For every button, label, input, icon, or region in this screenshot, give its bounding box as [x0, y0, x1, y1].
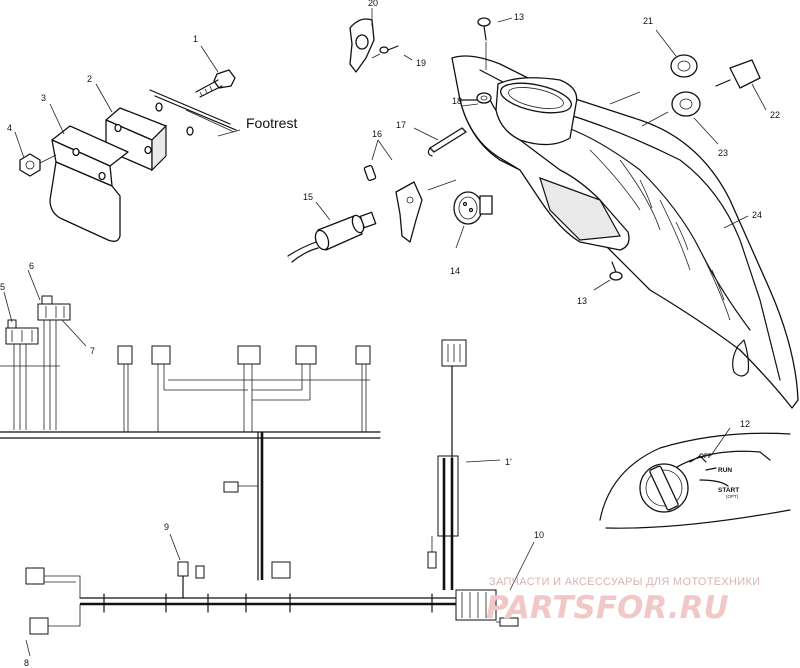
- callout-21: 21: [643, 16, 653, 26]
- callout-11: 1': [505, 457, 512, 467]
- harness-connector-row: [117, 345, 371, 365]
- callout-8: 8: [24, 658, 29, 668]
- callout-3: 3: [41, 93, 46, 103]
- callout-13-top: 13: [514, 12, 524, 22]
- switch-start-opt-label: (OPT): [726, 494, 739, 499]
- console-housing-part-24: [451, 55, 799, 409]
- callout-7: 7: [90, 346, 95, 356]
- callout-5: 5: [0, 282, 5, 292]
- callout-13-bottom: 13: [577, 296, 587, 306]
- connector-part-8: [25, 567, 81, 657]
- switch-position-detail: [599, 427, 791, 529]
- spacer-block-part-2: [105, 107, 167, 172]
- bracket-part-20: [349, 8, 375, 73]
- watermark-brand: PARTSFOR.RU: [486, 590, 729, 626]
- watermark-tagline: ЗАПЧАСТИ И АКСЕССУАРЫ ДЛЯ МОТОТЕХНИКИ: [489, 576, 760, 588]
- switch-housing-assembly: [287, 8, 799, 409]
- washer: [186, 126, 194, 136]
- pins-part-16: [363, 139, 457, 191]
- connector-part-5: [5, 319, 39, 345]
- switch-position-labels: OFF RUN START (OPT): [699, 453, 739, 499]
- bolt-part-1: [195, 69, 236, 98]
- wiring-harness: [0, 269, 535, 657]
- switch-off-label: OFF: [699, 453, 712, 460]
- nut-part-21: [655, 29, 698, 78]
- screw-part-13-top: [477, 17, 513, 70]
- callout-9: 9: [164, 522, 169, 532]
- callout-2: 2: [87, 74, 92, 84]
- screw-part-19: [371, 45, 413, 61]
- callout-4: 4: [7, 123, 12, 133]
- footrest-label: Footrest: [246, 115, 297, 131]
- grommet-part-18: [461, 92, 492, 107]
- key-part-22: [715, 59, 767, 111]
- mount-plate-part-3: [49, 125, 129, 242]
- ignition-switch-part-14: [453, 191, 493, 249]
- switch-run-label: RUN: [718, 467, 732, 474]
- callout-15: 15: [303, 192, 313, 202]
- callout-23: 23: [718, 148, 728, 158]
- cable-strap-part-17: [413, 127, 467, 157]
- callout-6: 6: [29, 261, 34, 271]
- callout-22: 22: [770, 110, 780, 120]
- connector-part-6: [37, 295, 71, 321]
- callout-20: 20: [368, 0, 378, 8]
- tether-switch-part-15: [287, 201, 377, 263]
- connector-part-10: [455, 541, 535, 627]
- callout-24: 24: [752, 210, 762, 220]
- sensor-part-9: [169, 533, 205, 599]
- callout-19: 19: [416, 58, 426, 68]
- watermark: ЗАПЧАСТИ И АКСЕССУАРЫ ДЛЯ МОТОТЕХНИКИ PA…: [486, 576, 760, 626]
- nut-part-4: [19, 153, 57, 177]
- callout-16: 16: [372, 129, 382, 139]
- nut-part-23: [609, 91, 719, 145]
- screw-part-13-bottom: [593, 261, 623, 291]
- callout-14: 14: [450, 266, 460, 276]
- footrest-bracket-assembly: [14, 45, 241, 242]
- callout-labels: 1 2 3 4 5 6 7 8 9 10 1' 12 13 13 14 15 1…: [0, 0, 780, 668]
- callout-18: 18: [452, 96, 462, 106]
- callout-12: 12: [740, 419, 750, 429]
- switch-start-label: START: [718, 487, 739, 494]
- callout-10: 10: [534, 530, 544, 540]
- washer: [155, 102, 163, 112]
- tether-clip: [395, 181, 423, 243]
- callout-1: 1: [193, 34, 198, 44]
- callout-17: 17: [396, 120, 406, 130]
